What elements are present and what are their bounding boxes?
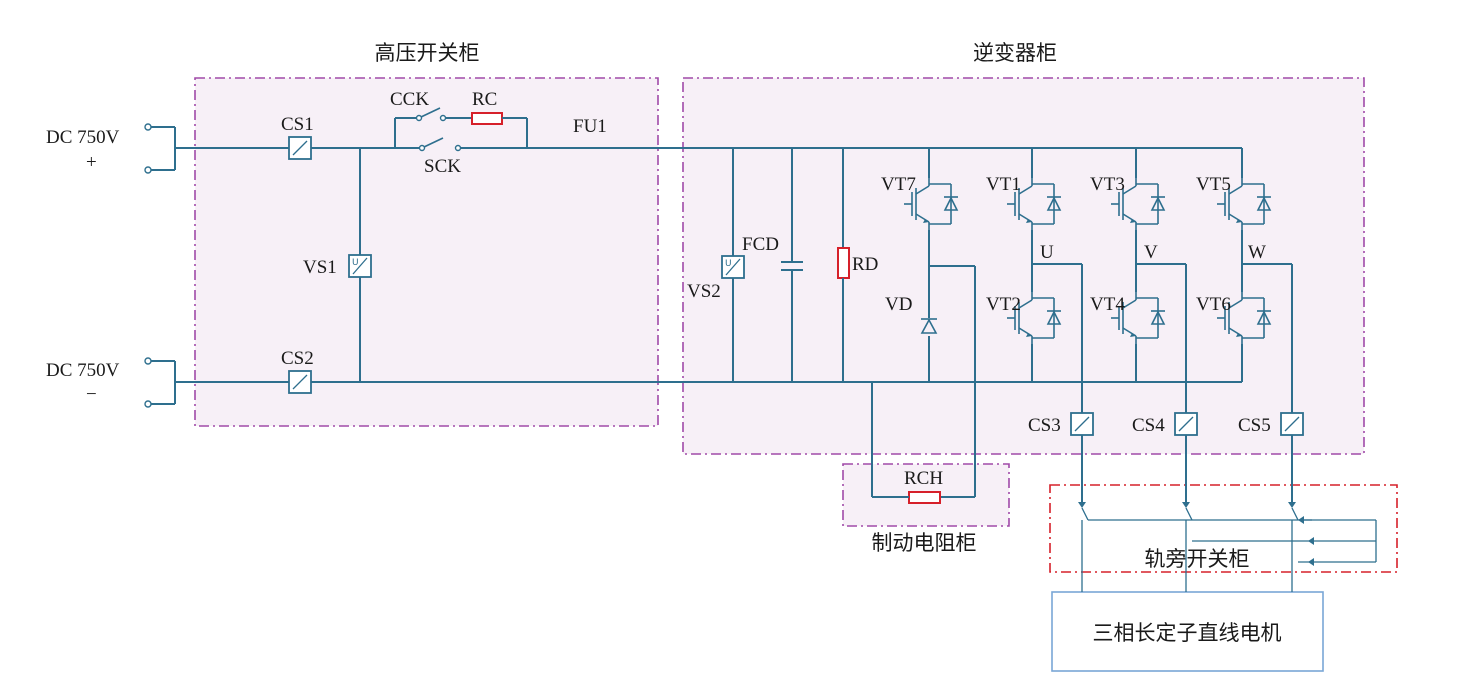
vd-label: VD	[885, 294, 912, 315]
rch-loop	[871, 266, 976, 504]
trackside-switch-cabinet	[1049, 484, 1398, 573]
cs1-label: CS1	[281, 114, 314, 135]
fcd-capacitor	[781, 148, 803, 382]
cs4-current-sensor	[1174, 412, 1198, 436]
cck-label: CCK	[390, 89, 429, 110]
rd-resistor	[837, 148, 850, 382]
trackside-switch-contacts	[1078, 502, 1299, 521]
vt7-label: VT7	[881, 174, 916, 195]
vt6-label: VT6	[1196, 294, 1231, 315]
vt2-label: VT2	[986, 294, 1021, 315]
inverter-cabinet	[682, 77, 1365, 455]
fu1-label: FU1	[573, 116, 607, 137]
vs1-voltage-sensor	[348, 254, 372, 278]
sck-label: SCK	[424, 156, 461, 177]
vt4-label: VT4	[1090, 294, 1125, 315]
dc-positive-label: DC 750V	[46, 127, 120, 148]
vs1-label: VS1	[303, 257, 337, 278]
phase-leg-w	[1241, 148, 1293, 413]
trackside-switch-cabinet-title: 轨旁开关柜	[1145, 547, 1250, 571]
rch-label: RCH	[904, 468, 943, 489]
vd-diode	[920, 318, 938, 334]
phase-leg-v	[1135, 148, 1187, 413]
vt3-label: VT3	[1090, 174, 1125, 195]
vt1-label: VT1	[986, 174, 1021, 195]
phase-w-label: W	[1248, 242, 1266, 263]
trackside-bus-lines	[1088, 516, 1377, 566]
fcd-label: FCD	[742, 234, 779, 255]
cs5-label: CS5	[1238, 415, 1271, 436]
vs2-label: VS2	[687, 281, 721, 302]
rc-label: RC	[472, 89, 497, 110]
brake-chopper-leg	[928, 148, 975, 382]
hv-switch-cabinet-title: 高压开关柜	[375, 41, 480, 65]
negative-input-terminals	[144, 357, 176, 408]
vt5-label: VT5	[1196, 174, 1231, 195]
cs2-current-sensor	[288, 370, 312, 394]
dc-positive-sign: +	[86, 152, 97, 173]
cs4-label: CS4	[1132, 415, 1165, 436]
inverter-cabinet-title: 逆变器柜	[973, 41, 1057, 65]
rch-resistor	[908, 491, 941, 504]
phase-v-label: V	[1144, 242, 1158, 263]
rd-label: RD	[852, 254, 878, 275]
cs5-current-sensor	[1280, 412, 1304, 436]
precharge-branch	[394, 107, 528, 148]
phase-u-label: U	[1040, 242, 1054, 263]
dc-negative-sign: −	[86, 384, 97, 405]
sck-switch	[418, 137, 462, 152]
vs2-voltage-sensor	[721, 255, 745, 279]
brake-resistor-cabinet-title: 制动电阻柜	[872, 531, 977, 555]
rc-resistor	[471, 112, 503, 125]
cs2-label: CS2	[281, 348, 314, 369]
hv-switch-cabinet	[194, 77, 659, 427]
phase-leg-u	[1031, 148, 1083, 413]
motor-box	[1051, 591, 1324, 672]
cs1-current-sensor	[288, 136, 312, 160]
cs3-current-sensor	[1070, 412, 1094, 436]
motor-title: 三相长定子直线电机	[1093, 621, 1282, 645]
cs3-label: CS3	[1028, 415, 1061, 436]
dc-negative-label: DC 750V	[46, 360, 120, 381]
positive-input-terminals	[144, 123, 176, 174]
